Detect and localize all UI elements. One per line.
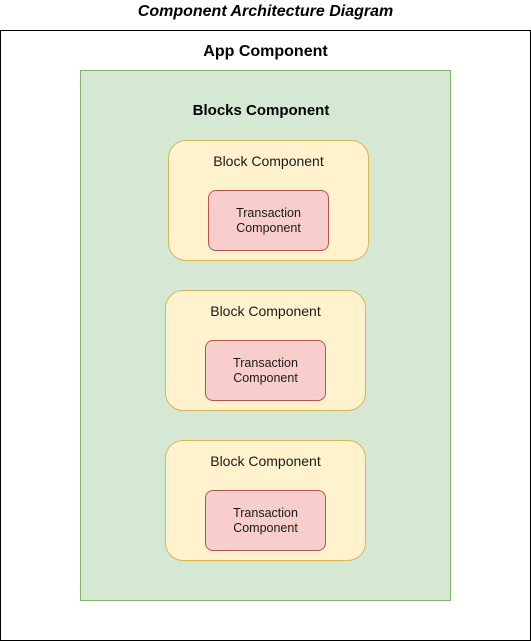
block-component-label: Block Component bbox=[213, 153, 324, 169]
transaction-component-label-line1: Transaction bbox=[233, 505, 298, 520]
block-component-label: Block Component bbox=[210, 303, 321, 319]
blocks-component-box: Blocks Component Block Component Transac… bbox=[80, 70, 451, 601]
block-component-box: Block Component Transaction Component bbox=[165, 290, 366, 411]
block-component-label: Block Component bbox=[210, 453, 321, 469]
block-component-box: Block Component Transaction Component bbox=[165, 440, 366, 561]
app-component-label: App Component bbox=[203, 43, 328, 60]
transaction-component-label-line1: Transaction bbox=[236, 205, 301, 220]
transaction-component-label-line2: Component bbox=[233, 520, 298, 535]
transaction-component-box: Transaction Component bbox=[208, 190, 329, 251]
app-component-box: App Component Blocks Component Block Com… bbox=[0, 30, 531, 641]
transaction-component-label-line1: Transaction bbox=[233, 355, 298, 370]
block-component-box: Block Component Transaction Component bbox=[168, 140, 369, 261]
transaction-component-label-line2: Component bbox=[233, 370, 298, 385]
blocks-component-label: Blocks Component bbox=[192, 102, 330, 119]
transaction-component-label-line2: Component bbox=[236, 220, 301, 235]
transaction-component-box: Transaction Component bbox=[205, 340, 326, 401]
transaction-component-box: Transaction Component bbox=[205, 490, 326, 551]
diagram-title: Component Architecture Diagram bbox=[137, 3, 394, 20]
